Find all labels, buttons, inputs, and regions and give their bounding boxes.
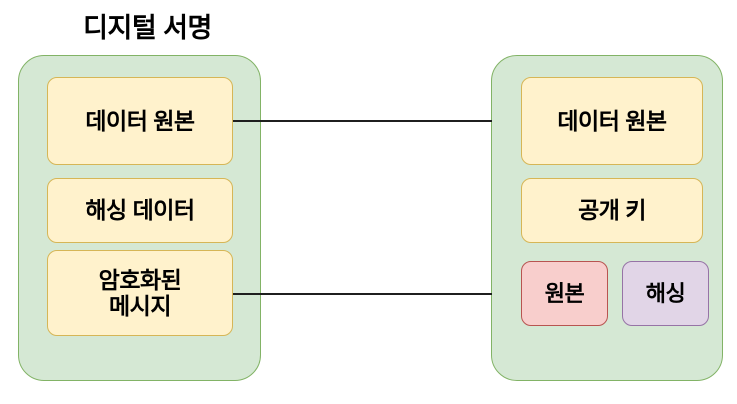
connector-encrypted-message-line — [230, 293, 492, 295]
left-node-data-source[interactable]: 데이터 원본 — [47, 77, 233, 165]
page-title: 디지털 서명 — [83, 13, 212, 43]
right-node-hash[interactable]: 해싱 — [622, 261, 709, 326]
right-node-original[interactable]: 원본 — [521, 261, 608, 326]
right-node-public-key[interactable]: 공개 키 — [521, 178, 703, 243]
right-node-data-source[interactable]: 데이터 원본 — [521, 77, 703, 165]
left-node-encrypted-message[interactable]: 암호화된 메시지 — [47, 250, 233, 336]
connector-data-source-line — [232, 120, 492, 122]
left-node-hashed-data[interactable]: 해싱 데이터 — [47, 178, 233, 243]
